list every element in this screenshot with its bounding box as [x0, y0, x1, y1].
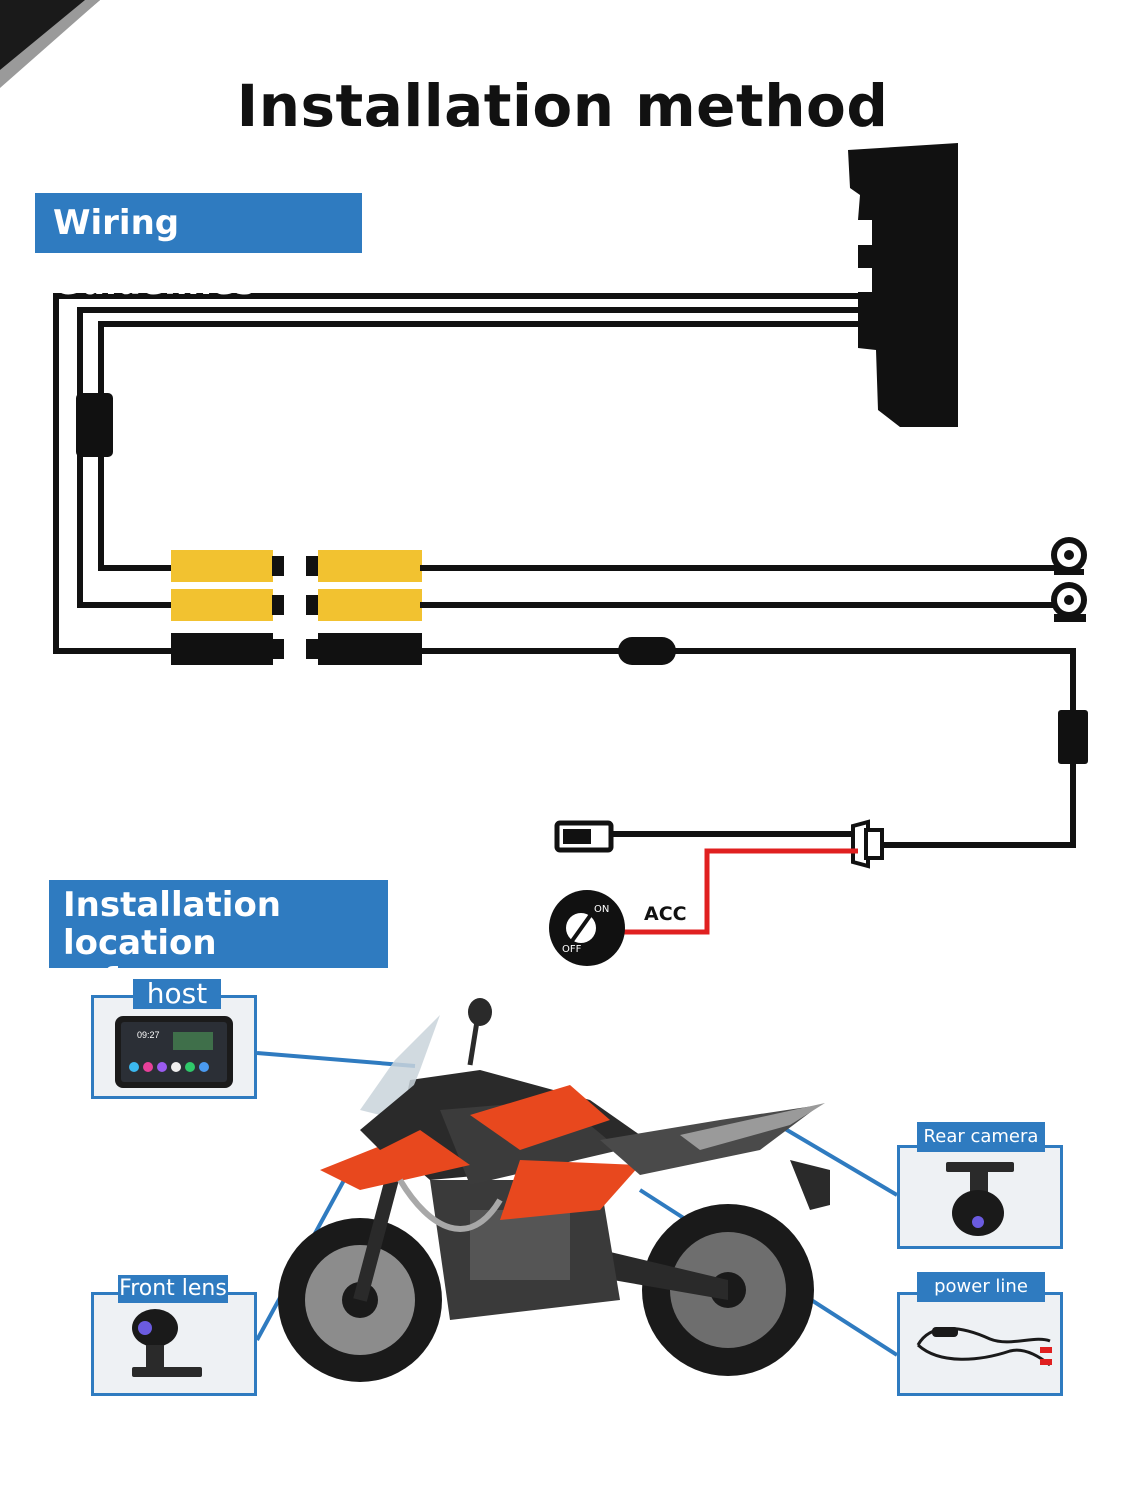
- front-lens-camera-image: [132, 1309, 178, 1347]
- connector-left-black: [171, 633, 273, 665]
- host-unit-silhouette: [848, 143, 958, 427]
- wire-clip: [76, 393, 113, 457]
- connector-left-yellow-2: [171, 589, 273, 621]
- host-screen: 09:27: [121, 1022, 227, 1082]
- connector-left-black-tip: [272, 639, 284, 659]
- rear-camera-callout: [897, 1145, 1063, 1249]
- ignition-off-label: OFF: [562, 944, 582, 955]
- connector-right-black-tip: [306, 639, 318, 659]
- wire-splitter-icon: [851, 819, 884, 869]
- rear-camera-mount: [970, 1172, 988, 1192]
- front-lens-label: Front lens: [118, 1275, 228, 1303]
- camera-wires: [420, 565, 1076, 848]
- rear-camera-label: Rear camera: [917, 1122, 1045, 1152]
- front-lens-callout: [91, 1292, 257, 1396]
- ignition-switch-icon: ON OFF: [549, 890, 625, 966]
- host-screen-time: 09:27: [137, 1030, 160, 1040]
- app-icon: [157, 1062, 167, 1072]
- battery-connector-icon: [554, 820, 614, 853]
- ignition-on-label: ON: [594, 904, 609, 915]
- app-icon: [185, 1062, 195, 1072]
- app-icon: [199, 1062, 209, 1072]
- wiring-guidelines-heading: Wiring Guidelines: [35, 193, 362, 303]
- power-line-label: power line: [917, 1272, 1045, 1302]
- rear-camera-image: [952, 1190, 1004, 1236]
- host-label: host: [133, 979, 221, 1009]
- front-lens-mount: [146, 1345, 164, 1367]
- app-icon: [143, 1062, 153, 1072]
- lens-icon: [972, 1216, 984, 1228]
- corner-decoration-highlight: [0, 0, 100, 88]
- app-icon: [129, 1062, 139, 1072]
- inline-fuse: [618, 637, 676, 665]
- connector-right-black: [318, 633, 422, 665]
- installation-location-heading: Installation location reference: [49, 880, 388, 1000]
- connector-left-yellow-1: [171, 550, 273, 582]
- connector-right-yellow-1-tip: [306, 556, 318, 576]
- host-screen-widget: [173, 1032, 213, 1050]
- rear-camera-icon: [1051, 582, 1087, 622]
- host-device-image: 09:27: [115, 1016, 233, 1088]
- connector-right-yellow-1: [318, 550, 422, 582]
- motorcycle-illustration: [278, 998, 830, 1382]
- host-callout: 09:27: [91, 995, 257, 1099]
- power-clip: [1058, 710, 1088, 764]
- connector-right-yellow-2-tip: [306, 595, 318, 615]
- acc-label: ACC: [644, 903, 687, 925]
- front-camera-icon: [1051, 537, 1087, 575]
- host-app-row: [129, 1062, 209, 1072]
- connector-left-yellow-1-tip: [272, 556, 284, 576]
- connector-right-yellow-2: [318, 589, 422, 621]
- rear-camera-base: [946, 1162, 1014, 1172]
- lens-icon: [138, 1321, 152, 1335]
- power-line-callout: [897, 1292, 1063, 1396]
- front-lens-base: [132, 1367, 202, 1377]
- connector-left-yellow-2-tip: [272, 595, 284, 615]
- app-icon: [171, 1062, 181, 1072]
- page-title: Installation method: [236, 72, 889, 140]
- acc-wire: [620, 848, 858, 935]
- power-line-cable-image: [916, 1327, 1052, 1367]
